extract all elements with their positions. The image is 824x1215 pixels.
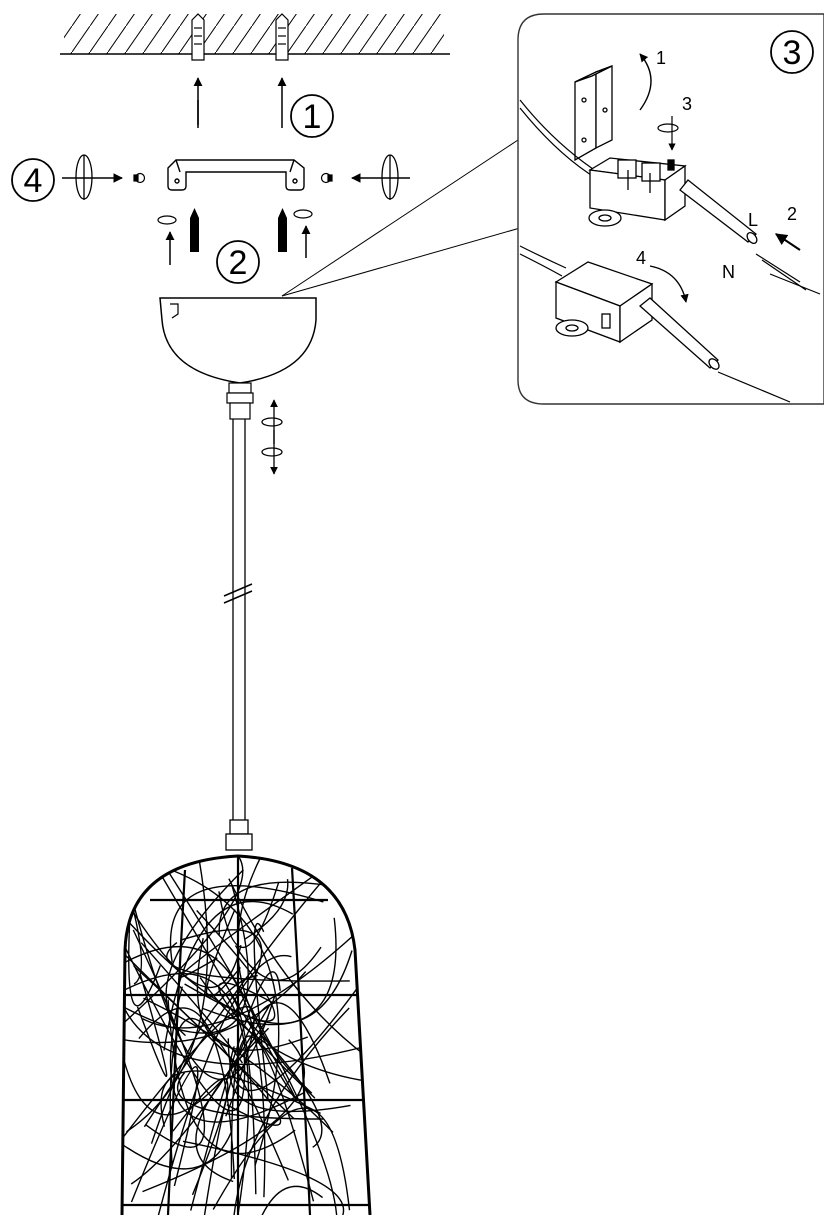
shade-wire-strand (122, 971, 307, 1044)
live-wire-label: L (748, 210, 758, 230)
shade-wire-strand (184, 910, 276, 1022)
step2-marker: 2 (216, 240, 260, 284)
step3-marker: 3 (770, 30, 814, 74)
screw-rotate-symbol (657, 116, 679, 151)
rotate-arrow-4 (649, 265, 689, 303)
rotate-symbol-left (62, 154, 123, 200)
bracket-screw-right (320, 172, 333, 184)
terminal-block-closed (554, 261, 654, 344)
shade-wire-strand (130, 1066, 199, 1203)
detail-cord-lower (638, 297, 791, 403)
shade-wire-strand (253, 922, 269, 1102)
screw-left (157, 208, 199, 265)
shade-wire-strand (256, 1185, 324, 1215)
shade-wire-strand (123, 972, 250, 1215)
shade-wire-strand (122, 908, 353, 1025)
detail-cord-upper (679, 179, 821, 295)
detail-step4-label: 4 (636, 248, 646, 268)
detail-step3-label: 3 (682, 94, 692, 114)
shade-wire-strand (122, 1005, 255, 1150)
shade-wire-strand (160, 1070, 321, 1127)
wiring-detail-panel: 3 (517, 13, 824, 405)
detail-cable-lower (519, 245, 567, 269)
shade-wire-strand (163, 900, 294, 1051)
shade-wire-strand (126, 860, 209, 1133)
shade-wire-strand (181, 929, 263, 1018)
step1-number: 1 (303, 98, 322, 136)
shade-wire-strand (122, 856, 244, 1036)
shade-wire-strand (122, 997, 370, 1066)
shade-wire-strand (124, 947, 246, 1112)
shade-wire-strand (230, 1035, 315, 1202)
canopy (159, 297, 317, 384)
shade-wire-strand (132, 911, 242, 988)
step1-marker: 1 (290, 94, 334, 138)
rotate-arrow-1 (639, 53, 652, 111)
rotate-symbol-right (351, 154, 410, 200)
terminal-block-open (588, 157, 687, 227)
cord (223, 419, 253, 820)
wall-plug-left (191, 13, 205, 125)
shade-wire-strand (122, 1130, 233, 1170)
shade-wire-strand (128, 875, 161, 1007)
bracket-screw-left (133, 172, 146, 184)
height-adjust-symbol (261, 399, 283, 475)
screw-right (278, 208, 313, 258)
shade-wire-strand (131, 904, 143, 985)
cord-grip (226, 382, 254, 420)
detail-step2-label: 2 (787, 204, 797, 224)
shade-wire-strand (132, 929, 205, 1148)
step4-number: 4 (24, 162, 43, 200)
detail-step1-label: 1 (656, 48, 666, 68)
shade-wire-strand (205, 909, 241, 998)
shade-connector (225, 819, 253, 851)
shade-wire-strand (179, 874, 315, 978)
shade-wire-strand (229, 1046, 351, 1112)
step3-number: 3 (783, 34, 802, 72)
insert-arrow-2 (775, 233, 801, 251)
shade-wire-strand (136, 974, 168, 1077)
step1-arrows (193, 77, 287, 128)
step4-marker: 4 (11, 158, 55, 202)
mounting-bracket (167, 159, 305, 191)
shade-wire-strand (237, 858, 313, 1094)
shade-wire-strand (154, 856, 338, 1215)
shade-wire-strand (122, 945, 266, 1198)
shade-wire-strand (190, 971, 281, 1211)
shade-wire-strand (245, 1018, 323, 1148)
shade-wire-strand (143, 997, 334, 1133)
shade-wire-strand (176, 1072, 324, 1120)
shade-rib (166, 869, 187, 1215)
shade-wire-strand (138, 1007, 235, 1180)
shade-rib (290, 867, 312, 1215)
shade-wire-strand (195, 1027, 270, 1183)
wall-plug-right (275, 13, 289, 61)
neutral-wire-label: N (722, 262, 735, 282)
shade-wire-strand (122, 884, 249, 1034)
ceiling (60, 14, 450, 55)
shade-wire-strand (218, 881, 354, 935)
wire-shade (120, 854, 372, 1215)
step2-number: 2 (229, 244, 248, 282)
shade-wire-strand (155, 954, 292, 1215)
detail-cable-lower2 (519, 253, 563, 277)
shade-wire-strand (234, 945, 322, 981)
shade-wire-strand (169, 884, 324, 963)
zoom-lines (281, 139, 521, 297)
detail-bracket (574, 65, 613, 162)
